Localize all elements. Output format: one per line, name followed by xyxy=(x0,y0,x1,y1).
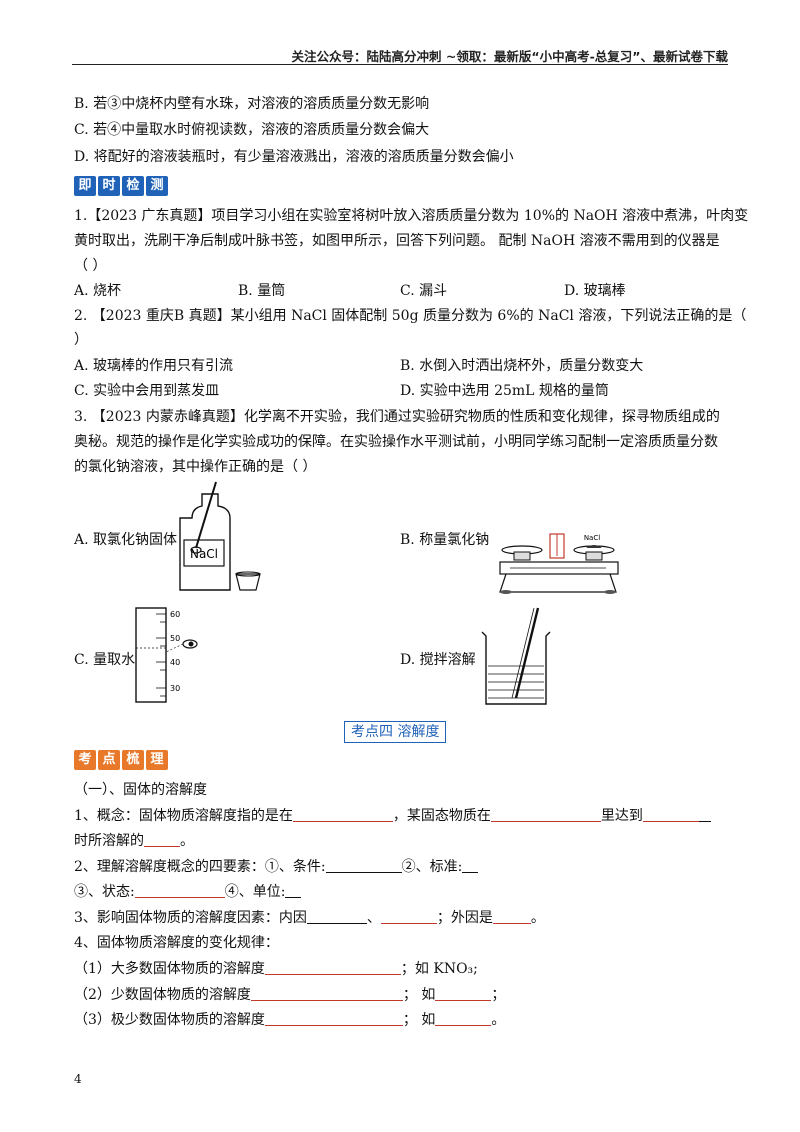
badge-char: 即 xyxy=(74,176,96,196)
q1-option-a: A. 烧杯 xyxy=(74,283,122,299)
rule-1: （1）大多数固体物质的溶解度 ；如 KNO₃; xyxy=(74,959,478,979)
fill-blank[interactable] xyxy=(492,909,531,924)
rule-2: （2）少数固体物质的溶解度 ； 如 ； xyxy=(74,985,505,1005)
text: ；外因是 xyxy=(436,910,493,926)
graduated-cylinder-figure: 60 50 40 30 xyxy=(135,607,198,703)
tick-50: 50 xyxy=(170,634,180,643)
text: ③、状态: xyxy=(74,884,135,900)
concept-line-2: 时所溶解的 。 xyxy=(74,831,194,851)
fill-blank[interactable] xyxy=(250,986,403,1001)
fill-blank[interactable] xyxy=(264,960,401,975)
text: ；如 KNO₃; xyxy=(400,961,478,977)
text: 。 xyxy=(491,1012,506,1028)
text: 时所溶解的 xyxy=(74,833,144,849)
badge-char: 检 xyxy=(122,176,144,196)
badge-char: 考 xyxy=(74,750,96,770)
fill-blank[interactable] xyxy=(380,909,437,924)
fill-blank[interactable] xyxy=(134,883,225,898)
content-heading: （一）、固体的溶解度 xyxy=(74,782,207,798)
section-title: 考点四 溶解度 xyxy=(344,721,447,743)
reagent-bottle-figure: NaCl xyxy=(179,481,261,591)
fill-blank[interactable] xyxy=(292,807,393,822)
badge-key-review: 考 点 梳 理 xyxy=(74,750,168,770)
q2-option-a: A. 玻璃棒的作用只有引流 xyxy=(74,358,234,374)
text: ； 如 xyxy=(402,987,436,1003)
tick-40: 40 xyxy=(170,658,180,667)
four-elements-line-2: ③、状态: ④、单位: xyxy=(74,882,302,902)
rule-3: （3）极少数固体物质的溶解度 ； 如 。 xyxy=(74,1010,505,1030)
fill-blank[interactable] xyxy=(435,1011,492,1026)
four-elements-line: 2、理解溶解度概念的四要素：①、条件: ②、标准: xyxy=(74,857,479,877)
q2-line1: 2. 【2023 重庆B 真题】某小组用 NaCl 固体配制 50g 质量分数为… xyxy=(74,308,747,324)
text: ④、单位: xyxy=(224,884,286,900)
rules-heading: 4、固体物质溶解度的变化规律： xyxy=(74,935,279,951)
text: 里达到 xyxy=(600,808,643,824)
balance-label: NaCl xyxy=(584,534,600,542)
q2-option-c: C. 实验中会用到蒸发皿 xyxy=(74,383,220,399)
text: 2、理解溶解度概念的四要素：①、条件: xyxy=(74,859,326,875)
text: ； xyxy=(491,987,506,1003)
concept-line: 1、概念：固体物质溶解度指的是在 ，某固态物质在 里达到 xyxy=(74,806,711,826)
fill-blank[interactable] xyxy=(435,986,492,1001)
balance-scale-figure: NaCl xyxy=(499,533,619,594)
badge-char: 时 xyxy=(98,176,120,196)
q3-line3: 的氯化钠溶液，其中操作正确的是（ ） xyxy=(74,459,317,475)
q3-option-a: A. 取氯化钠固体 xyxy=(74,532,178,548)
q2-option-d: D. 实验中选用 25mL 规格的量筒 xyxy=(400,383,609,399)
q1-line2: 黄时取出，洗刷干净后制成叶脉书签，如图甲所示，回答下列问题。 配制 NaOH 溶… xyxy=(74,233,720,249)
tick-30: 30 xyxy=(170,684,180,693)
text: ； 如 xyxy=(402,1012,436,1028)
text: 、 xyxy=(366,910,381,926)
q1-line3: （ ） xyxy=(74,258,107,274)
text: 1、概念：固体物质溶解度指的是在 xyxy=(74,808,293,824)
text: 。 xyxy=(530,910,545,926)
fill-blank[interactable] xyxy=(490,807,601,822)
badge-char: 测 xyxy=(146,176,168,196)
badge-char: 点 xyxy=(98,750,120,770)
bottle-label: NaCl xyxy=(190,547,218,561)
fill-blank[interactable] xyxy=(264,1011,403,1026)
tick-60: 60 xyxy=(170,610,180,619)
text: （2）少数固体物质的溶解度 xyxy=(74,987,251,1003)
fill-blank[interactable] xyxy=(285,883,302,898)
factors-line: 3、影响固体物质的溶解度因素：内因 、 ；外因是 。 xyxy=(74,908,545,928)
fill-blank[interactable] xyxy=(698,807,711,822)
q3-line1: 3. 【2023 内蒙赤峰真题】化学离不开实验，我们通过实验研究物质的性质和变化… xyxy=(74,409,720,425)
text: ②、标准: xyxy=(401,859,463,875)
page-number: 4 xyxy=(74,1072,82,1086)
q2-option-b: B. 水倒入时洒出烧杯外，质量分数变大 xyxy=(400,358,644,374)
header-rule xyxy=(72,64,728,65)
q3-option-d: D. 搅拌溶解 xyxy=(400,652,476,668)
q3-option-c: C. 量取水 xyxy=(74,652,136,668)
badge-char: 梳 xyxy=(122,750,144,770)
badge-char: 理 xyxy=(146,750,168,770)
prev-option-b: B. 若③中烧杯内壁有水珠，对溶液的溶质质量分数无影响 xyxy=(74,96,430,112)
fill-blank[interactable] xyxy=(642,807,699,822)
q1-option-b: B. 量筒 xyxy=(238,283,286,299)
text: 3、影响固体物质的溶解度因素：内因 xyxy=(74,910,307,926)
badge-instant-check: 即 时 检 测 xyxy=(74,176,168,196)
header-text: 关注公众号：陆陆高分冲刺 ~领取：最新版“小中高考-总复习”、最新试卷下载 xyxy=(291,49,728,64)
fill-blank[interactable] xyxy=(144,832,180,847)
prev-option-d: D. 将配好的溶液装瓶时，有少量溶液溅出，溶液的溶质质量分数会偏小 xyxy=(74,149,514,165)
text: ，某固态物质在 xyxy=(392,808,491,824)
fill-blank[interactable] xyxy=(306,909,367,924)
text: （3）极少数固体物质的溶解度 xyxy=(74,1012,265,1028)
q1-line1: 1.【2023 广东真题】项目学习小组在实验室将树叶放入溶质质量分数为 10%的… xyxy=(74,208,749,224)
text: 。 xyxy=(180,833,194,849)
q3-line2: 奥秘。规范的操作是化学实验成功的保障。在实验操作水平测试前，小明同学练习配制一定… xyxy=(74,434,718,450)
q2-line2: ） xyxy=(74,332,88,348)
q1-option-c: C. 漏斗 xyxy=(400,283,448,299)
q3-option-b: B. 称量氯化钠 xyxy=(400,532,490,548)
fill-blank[interactable] xyxy=(325,858,402,873)
beaker-stirring-figure xyxy=(481,607,551,705)
q1-option-d: D. 玻璃棒 xyxy=(564,283,626,299)
prev-option-c: C. 若④中量取水时俯视读数，溶液的溶质质量分数会偏大 xyxy=(74,122,430,138)
page-header: 关注公众号：陆陆高分冲刺 ~领取：最新版“小中高考-总复习”、最新试卷下载 xyxy=(0,0,800,65)
text: （1）大多数固体物质的溶解度 xyxy=(74,961,265,977)
fill-blank[interactable] xyxy=(462,858,479,873)
